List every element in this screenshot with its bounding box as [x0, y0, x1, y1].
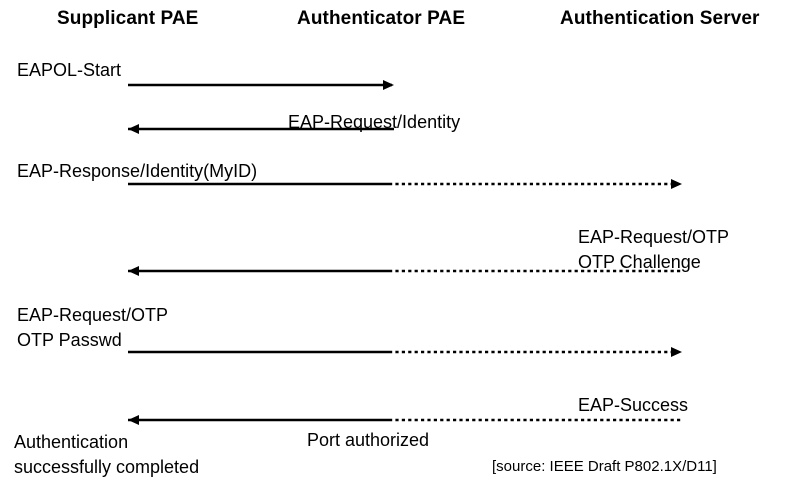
message-label-eap-request-otp-passwd-line2: OTP Passwd — [17, 330, 122, 350]
column-header-supplicant: Supplicant PAE — [57, 8, 199, 29]
message-label-eap-request-otp-challenge-line2: OTP Challenge — [578, 252, 701, 272]
annotation-port-authorized: Port authorized — [307, 430, 430, 450]
column-header-server: Authentication Server — [560, 8, 760, 29]
message-label-eap-request-otp-challenge-line1: EAP-Request/OTP — [578, 227, 730, 247]
column-header-authenticator: Authenticator PAE — [297, 8, 466, 29]
message-label-eap-request-identity: EAP-Request/Identity — [288, 112, 461, 132]
message-label-eap-response-identity: EAP-Response/Identity(MyID) — [17, 161, 258, 181]
source-citation: [source: IEEE Draft P802.1X/D11] — [492, 458, 717, 475]
annotation-auth-complete-line2: successfully completed — [14, 457, 200, 477]
annotation-auth-complete-line1: Authentication — [14, 432, 129, 452]
message-label-eapol-start: EAPOL-Start — [17, 60, 122, 80]
message-arrow-eap-request-otp-passwd — [128, 347, 682, 357]
message-arrow-eap-request-identity — [128, 124, 394, 134]
message-label-eap-request-otp-passwd-line1: EAP-Request/OTP — [17, 305, 169, 325]
message-label-eap-success: EAP-Success — [578, 395, 689, 415]
arrowhead-right-icon — [671, 347, 682, 357]
arrowhead-right-icon — [383, 80, 394, 90]
message-arrow-eap-response-identity — [128, 179, 682, 189]
message-arrow-eap-success — [128, 415, 682, 425]
arrowhead-left-icon — [128, 266, 139, 276]
arrowhead-right-icon — [671, 179, 682, 189]
message-arrow-eap-request-otp-challenge — [128, 266, 682, 276]
message-arrow-eapol-start — [128, 80, 394, 90]
arrowhead-left-icon — [128, 415, 139, 425]
arrowhead-left-icon — [128, 124, 139, 134]
